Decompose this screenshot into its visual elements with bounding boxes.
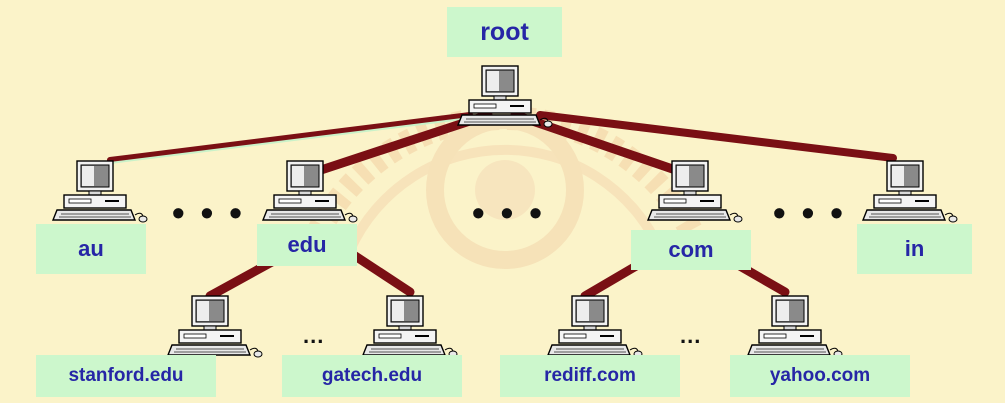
- node-label-com: com: [631, 230, 751, 270]
- node-label-in: in: [857, 224, 972, 274]
- computer-edu-icon: [262, 160, 358, 223]
- node-label-gatech: gatech.edu: [282, 355, 462, 397]
- computer-root-icon: [457, 65, 553, 128]
- node-label-yahoo: yahoo.com: [730, 355, 910, 397]
- link-root-au: [107, 112, 473, 163]
- link-root-in: [536, 111, 897, 162]
- ellipsis-au-edu: • • •: [172, 192, 245, 233]
- ellipsis-stanford-gatech: ...: [303, 323, 325, 348]
- ellipsis-com-in: • • •: [773, 192, 846, 233]
- computer-au-icon: [52, 160, 148, 223]
- computer-stanford-icon: [167, 295, 263, 358]
- computer-yahoo-icon: [747, 295, 843, 358]
- node-label-stanford: stanford.edu: [36, 355, 216, 397]
- computer-com-icon: [647, 160, 743, 223]
- computer-gatech-icon: [362, 295, 458, 358]
- node-label-root: root: [447, 7, 562, 57]
- ellipsis-rediff-yahoo: ...: [680, 323, 702, 348]
- node-label-edu: edu: [257, 224, 357, 266]
- computer-rediff-icon: [547, 295, 643, 358]
- node-label-rediff: rediff.com: [500, 355, 680, 397]
- node-label-au: au: [36, 224, 146, 274]
- computer-in-icon: [862, 160, 958, 223]
- ellipsis-edu-com: • • •: [472, 192, 545, 233]
- link-root-au-highlight: [109, 117, 471, 164]
